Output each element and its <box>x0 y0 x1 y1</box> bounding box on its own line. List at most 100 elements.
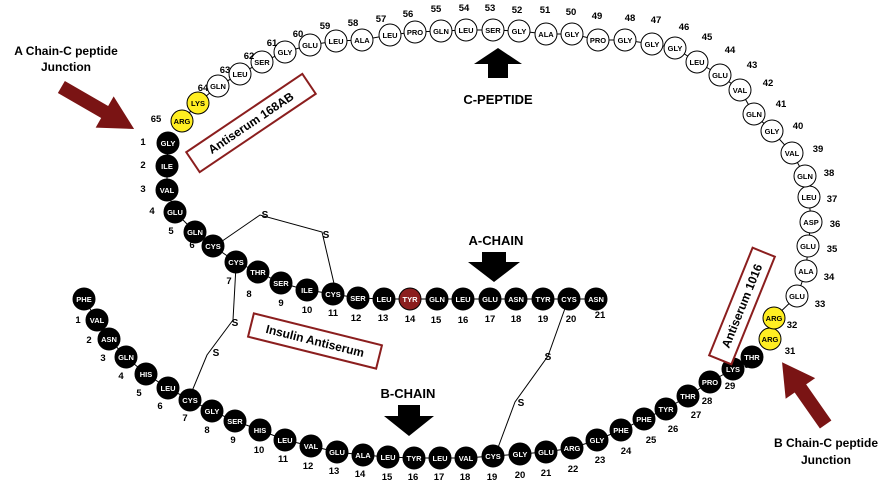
residue-label: GLN <box>429 295 445 304</box>
residue-circle <box>250 50 274 74</box>
residue-circle <box>273 40 297 64</box>
residue-label: GLY <box>513 450 528 459</box>
a-chain-residue: TYR <box>531 287 555 311</box>
b-chain-residue: CYS <box>481 444 505 468</box>
residue-label: ALA <box>355 451 371 460</box>
c-peptide-residue: PRO <box>403 20 427 44</box>
b-chain-label: B-CHAIN <box>381 386 436 401</box>
c-peptide-residue: GLY <box>273 40 297 64</box>
residue-label: LEU <box>802 193 817 202</box>
residue-label: LEU <box>329 37 344 46</box>
residue-circle <box>273 428 297 452</box>
residue-label: ARG <box>564 444 581 453</box>
c-peptide-residue: GLU <box>708 63 732 87</box>
residue-label: LEU <box>456 295 471 304</box>
residue-circle <box>534 440 558 464</box>
residue-circle <box>403 20 427 44</box>
a-junction-line2: Junction <box>41 60 91 74</box>
residue-number: 42 <box>763 78 774 89</box>
residue-number: 27 <box>691 410 702 421</box>
residue-number: 25 <box>646 435 657 446</box>
residue-circle <box>269 271 293 295</box>
residue-number: 26 <box>668 424 679 435</box>
a-chain-residue: LEU <box>372 287 396 311</box>
residue-circle <box>584 287 608 311</box>
residue-label: GLN <box>746 110 762 119</box>
c-peptide-residue: LEU <box>228 62 252 86</box>
residue-circle <box>760 119 784 143</box>
residue-label: CYS <box>325 290 340 299</box>
residue-circle <box>134 362 158 386</box>
b-chain-residue: GLY <box>508 442 532 466</box>
b-chain-residue: ALA <box>351 443 375 467</box>
b-chain-residue: GLU <box>325 440 349 464</box>
residue-label: PRO <box>590 36 606 45</box>
a-chain-residue: VAL <box>155 178 179 202</box>
residue-number: 31 <box>785 346 796 357</box>
residue-label: ASP <box>803 218 818 227</box>
down-arrow-icon <box>384 405 434 436</box>
residue-label: LEU <box>161 384 176 393</box>
c-peptide-residue: GLY <box>507 19 531 43</box>
up-arrow-icon <box>474 48 522 78</box>
residue-label: GLY <box>161 139 176 148</box>
residue-number: 13 <box>329 466 340 477</box>
residue-label: LEU <box>459 26 474 35</box>
residue-number: 45 <box>702 32 713 43</box>
residue-label: GLY <box>565 30 580 39</box>
residue-number: 20 <box>515 470 526 481</box>
c-peptide-residue: GLU <box>785 284 809 308</box>
residue-label: CYS <box>205 242 220 251</box>
residue-circle <box>685 50 709 74</box>
c-peptide-residue: ALA <box>794 259 818 283</box>
residue-label: ARG <box>766 314 783 323</box>
residue-number: 13 <box>378 313 389 324</box>
c-peptide-indicator: C-PEPTIDE <box>463 48 533 107</box>
residue-circle <box>428 446 452 470</box>
residue-label: HIS <box>140 370 153 379</box>
residue-label: LEU <box>278 436 293 445</box>
residue-label: CYS <box>485 452 500 461</box>
residue-label: LEU <box>383 31 398 40</box>
residue-number: 40 <box>793 121 804 132</box>
residue-label: GLN <box>433 27 449 36</box>
residue-label: LEU <box>690 58 705 67</box>
residue-circle <box>156 131 180 155</box>
sulfur-atom: S <box>262 210 269 221</box>
bond-a6-a11 <box>214 214 337 293</box>
residue-label: VAL <box>459 454 474 463</box>
residue-circle <box>640 32 664 56</box>
c-peptide-residue: LEU <box>797 185 821 209</box>
c-peptide-residue: GLY <box>640 32 664 56</box>
b-chain-residue: GLY <box>200 399 224 423</box>
c-peptide-residue: GLU <box>298 33 322 57</box>
residue-number: 9 <box>278 298 283 309</box>
residue-number: 18 <box>460 472 471 483</box>
c-peptide-residue: ARG <box>170 109 194 133</box>
residue-number: 16 <box>458 315 469 326</box>
c-peptide-residue: GLN <box>742 102 766 126</box>
residue-circle <box>708 63 732 87</box>
residue-label: GLY <box>278 48 293 57</box>
b-chain-residue: GLU <box>534 440 558 464</box>
residue-number: 7 <box>182 413 187 424</box>
residue-number: 56 <box>403 9 414 20</box>
residue-circle <box>156 376 180 400</box>
b-chain-residue: THR <box>740 345 764 369</box>
residue-label: GLU <box>167 208 183 217</box>
residue-label: VAL <box>733 86 748 95</box>
residue-number: 63 <box>220 65 231 76</box>
b-chain-residue: ASN <box>97 327 121 351</box>
c-peptide-residue: GLN <box>793 164 817 188</box>
residue-label: PHE <box>613 426 628 435</box>
residue-number: 4 <box>149 206 155 217</box>
c-peptide-residue: GLY <box>663 36 687 60</box>
disulfide-bonds <box>189 214 569 454</box>
residue-number: 57 <box>376 14 387 25</box>
c-peptide-label: C-PEPTIDE <box>463 92 533 107</box>
sulfur-atom: S <box>545 352 552 363</box>
residue-circle <box>200 399 224 423</box>
down-arrow-icon <box>468 252 520 282</box>
residue-number: 38 <box>824 168 835 179</box>
